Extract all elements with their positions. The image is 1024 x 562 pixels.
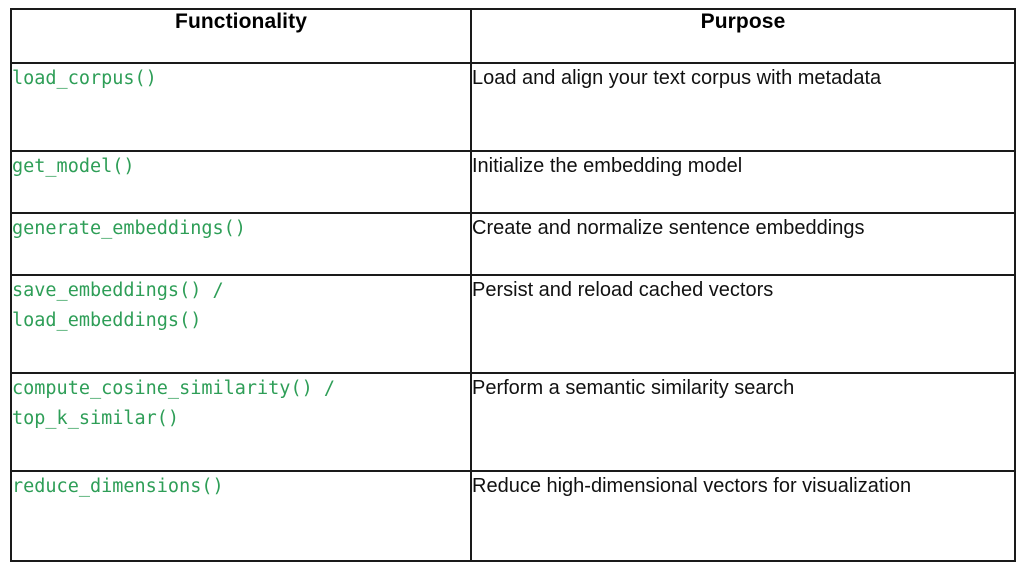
cell-purpose: Reduce high-dimensional vectors for visu…: [470, 470, 1016, 562]
purpose-description-text: Load and align your text corpus with met…: [472, 67, 882, 89]
function-name-text: load_corpus(): [12, 68, 157, 89]
column-header-purpose-label: Purpose: [700, 10, 786, 33]
function-name-text: save_embeddings() / load_embeddings(): [12, 280, 224, 331]
column-header-purpose: Purpose: [470, 8, 1016, 64]
cell-purpose: Create and normalize sentence embeddings: [470, 212, 1016, 276]
purpose-description-text: Perform a semantic similarity search: [472, 377, 795, 399]
purpose-description-text: Reduce high-dimensional vectors for visu…: [472, 475, 912, 497]
table-row: save_embeddings() / load_embeddings() Pe…: [10, 274, 1016, 374]
cell-purpose: Initialize the embedding model: [470, 150, 1016, 214]
table-row: compute_cosine_similarity() / top_k_simi…: [10, 372, 1016, 472]
functionality-purpose-table: Functionality Purpose load_corpus() Load…: [10, 8, 1016, 562]
cell-functionality: get_model(): [10, 150, 472, 214]
cell-functionality: generate_embeddings(): [10, 212, 472, 276]
table-body: load_corpus() Load and align your text c…: [10, 62, 1016, 562]
function-name-text: generate_embeddings(): [12, 218, 246, 239]
cell-functionality: load_corpus(): [10, 62, 472, 152]
table-row: get_model() Initialize the embedding mod…: [10, 150, 1016, 214]
table-row: load_corpus() Load and align your text c…: [10, 62, 1016, 152]
function-name-text: reduce_dimensions(): [12, 476, 224, 497]
cell-purpose: Perform a semantic similarity search: [470, 372, 1016, 472]
cell-functionality: save_embeddings() / load_embeddings(): [10, 274, 472, 374]
table-header-row: Functionality Purpose: [10, 8, 1016, 64]
column-header-functionality: Functionality: [10, 8, 472, 64]
cell-purpose: Persist and reload cached vectors: [470, 274, 1016, 374]
table-header: Functionality Purpose: [10, 8, 1016, 64]
cell-purpose: Load and align your text corpus with met…: [470, 62, 1016, 152]
purpose-description-text: Initialize the embedding model: [472, 155, 743, 177]
table-row: generate_embeddings() Create and normali…: [10, 212, 1016, 276]
purpose-description-text: Persist and reload cached vectors: [472, 279, 774, 301]
column-header-functionality-label: Functionality: [175, 10, 307, 33]
functionality-table-container: Functionality Purpose load_corpus() Load…: [10, 8, 1016, 562]
cell-functionality: reduce_dimensions(): [10, 470, 472, 562]
function-name-text: get_model(): [12, 156, 135, 177]
function-name-text: compute_cosine_similarity() / top_k_simi…: [12, 378, 336, 429]
purpose-description-text: Create and normalize sentence embeddings: [472, 217, 865, 239]
cell-functionality: compute_cosine_similarity() / top_k_simi…: [10, 372, 472, 472]
table-row: reduce_dimensions() Reduce high-dimensio…: [10, 470, 1016, 562]
